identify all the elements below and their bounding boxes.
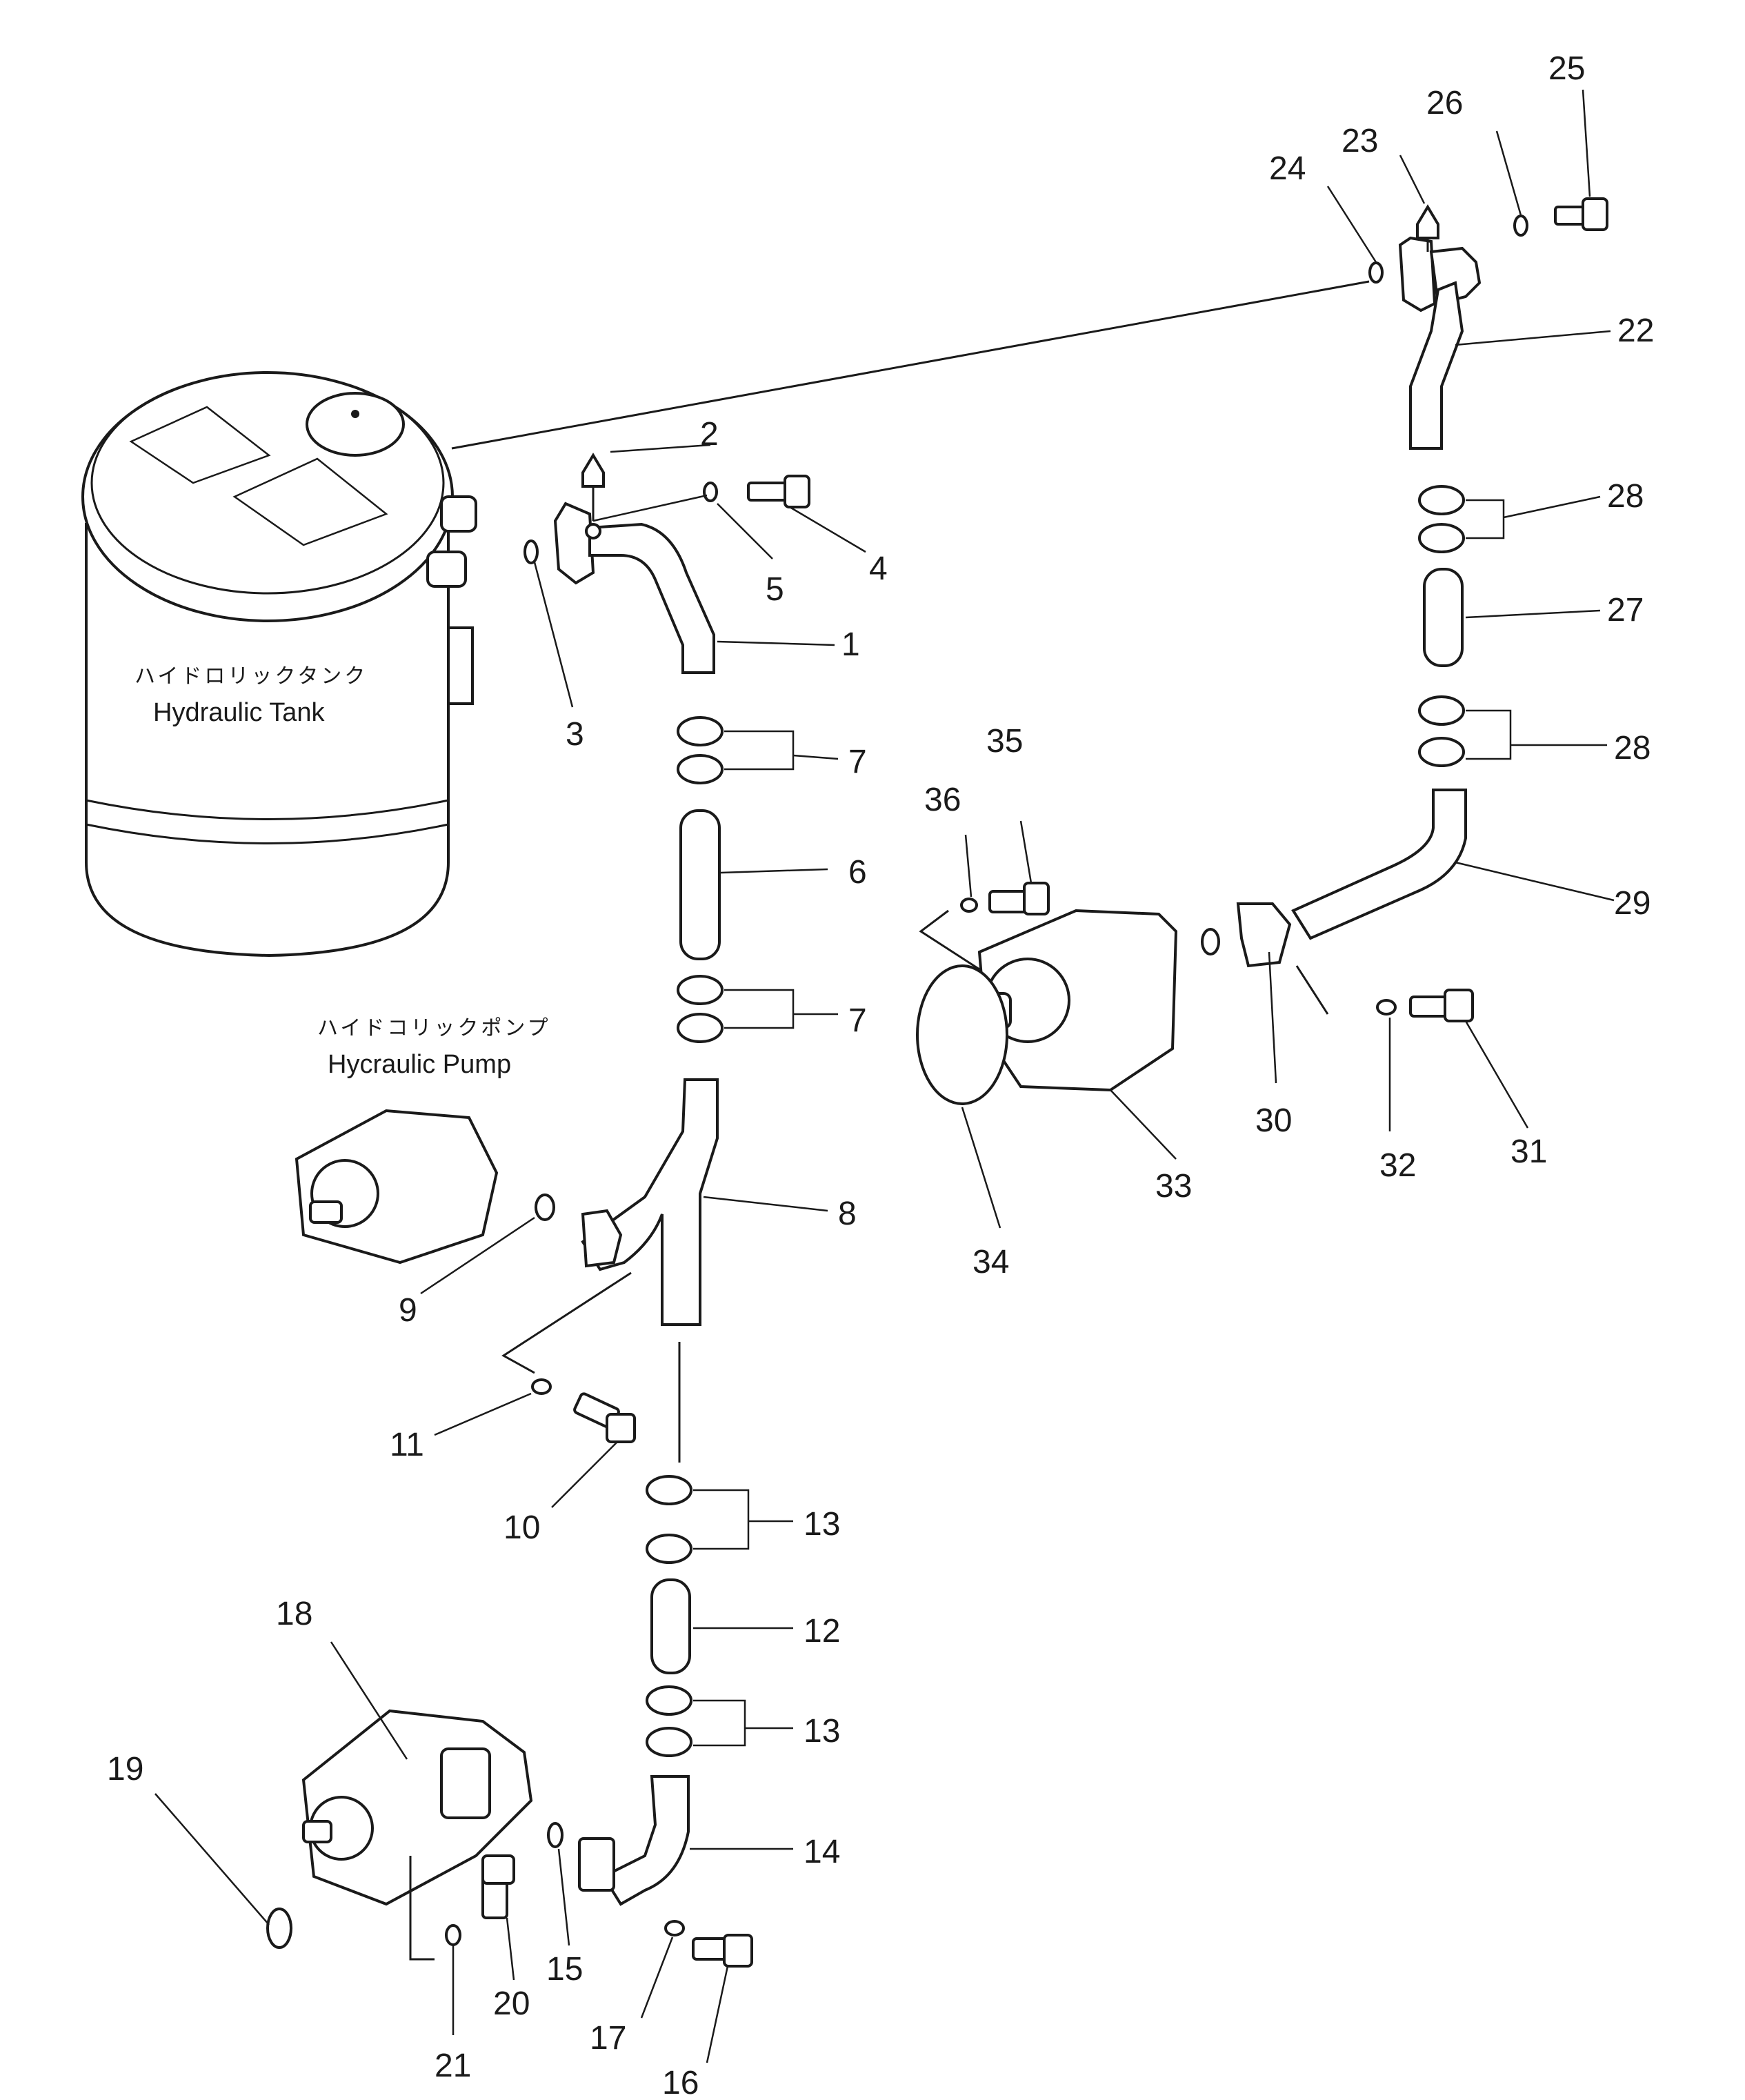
- callout-23: 23: [1342, 123, 1378, 159]
- pump-assembly-18: [266, 1709, 564, 1961]
- callout-4: 4: [869, 551, 888, 587]
- callout-numbers: 1 2 3 4 5 6 7 7 8 9 10 11 12 13 13 14 15…: [107, 50, 1654, 2100]
- callout-20: 20: [493, 1985, 530, 2022]
- callout-19: 19: [107, 1751, 143, 1787]
- callout-14: 14: [804, 1834, 840, 1870]
- callout-12: 12: [804, 1613, 840, 1650]
- callout-28-lower: 28: [1614, 730, 1651, 766]
- callout-5: 5: [766, 571, 784, 608]
- callout-11: 11: [390, 1427, 424, 1463]
- callout-18: 18: [276, 1596, 312, 1632]
- callout-2: 2: [700, 416, 719, 453]
- callout-24: 24: [1269, 150, 1306, 187]
- tank-label-en: Hydraulic Tank: [153, 698, 326, 727]
- callout-30: 30: [1255, 1102, 1292, 1139]
- pump-label-en: Hycraulic Pump: [328, 1050, 511, 1079]
- callout-13-upper: 13: [804, 1506, 840, 1543]
- callout-1: 1: [841, 626, 860, 663]
- left-pipe-assembly: [501, 453, 810, 1463]
- callout-9: 9: [399, 1292, 417, 1329]
- callout-25: 25: [1548, 50, 1585, 87]
- callout-27: 27: [1607, 592, 1644, 628]
- callout-21: 21: [435, 2048, 471, 2084]
- callout-28-upper: 28: [1607, 478, 1644, 515]
- callout-22: 22: [1617, 313, 1654, 349]
- right-pipe-assembly: [1201, 197, 1608, 1022]
- pump-assembly-33: [916, 882, 1178, 1105]
- callout-35: 35: [986, 723, 1023, 760]
- callout-8: 8: [838, 1196, 857, 1232]
- callout-29: 29: [1614, 885, 1651, 922]
- callout-13-lower: 13: [804, 1713, 840, 1750]
- callout-16: 16: [662, 2065, 699, 2097]
- callout-7-upper: 7: [848, 744, 867, 780]
- callout-34: 34: [973, 1244, 1009, 1280]
- callout-17: 17: [590, 2020, 626, 2057]
- callout-3: 3: [566, 716, 584, 753]
- callout-32: 32: [1379, 1147, 1416, 1184]
- callout-7-lower: 7: [848, 1002, 867, 1039]
- hydraulic-tank: [81, 371, 477, 958]
- callout-33: 33: [1155, 1168, 1192, 1205]
- callout-26: 26: [1426, 85, 1463, 121]
- callout-36: 36: [924, 782, 961, 818]
- leader-lines: [154, 89, 1615, 2063]
- callout-10: 10: [503, 1509, 540, 1546]
- callout-31: 31: [1510, 1133, 1547, 1170]
- pump-label-jp: ハイドコリックポンプ: [317, 1017, 551, 1040]
- tank-label-jp: ハイドロリックタンク: [134, 665, 368, 688]
- lower-pipe-assembly: [578, 1475, 753, 1968]
- callout-6: 6: [848, 854, 867, 891]
- callout-15: 15: [546, 1951, 583, 1988]
- hydraulic-pump-small: [295, 1109, 555, 1265]
